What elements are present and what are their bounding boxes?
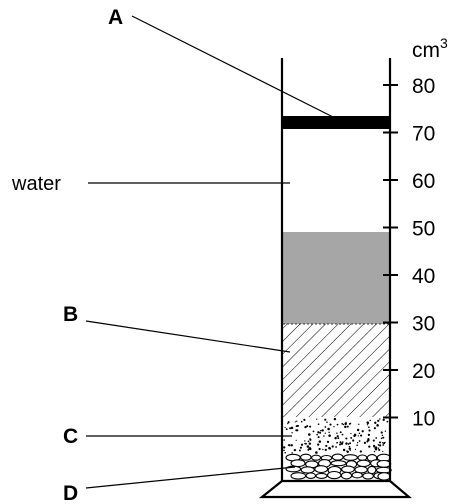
scale-tick-label: 20	[412, 360, 435, 383]
scale-tick-label: 10	[412, 408, 435, 431]
scale-tick-label: 60	[412, 170, 435, 193]
scale-tick-label: 70	[412, 123, 435, 146]
scale-unit-label: cm3	[412, 35, 448, 62]
label-b-leader	[85, 320, 291, 353]
label-a-leader	[131, 15, 334, 118]
scale-tick-label: 80	[412, 75, 435, 98]
scale-tick-label: 50	[412, 218, 435, 241]
label-c: C	[63, 425, 78, 448]
layer-b-hatched	[283, 324, 389, 417]
scale-ticks: 80 70 60 50 40 30 20 10	[383, 75, 435, 431]
label-water: water	[11, 173, 61, 195]
layer-c-dotted	[282, 417, 389, 454]
layer-a-black-band	[281, 116, 391, 129]
label-b: B	[63, 303, 78, 326]
label-d: D	[63, 482, 78, 504]
scale-tick-label: 30	[412, 313, 435, 336]
grey-layer	[283, 232, 389, 324]
label-a: A	[108, 6, 123, 29]
scale-tick-label: 40	[412, 265, 435, 288]
label-d-leader	[85, 466, 296, 489]
cylinder-base	[258, 479, 413, 499]
layer-d-pebbles	[285, 453, 392, 481]
